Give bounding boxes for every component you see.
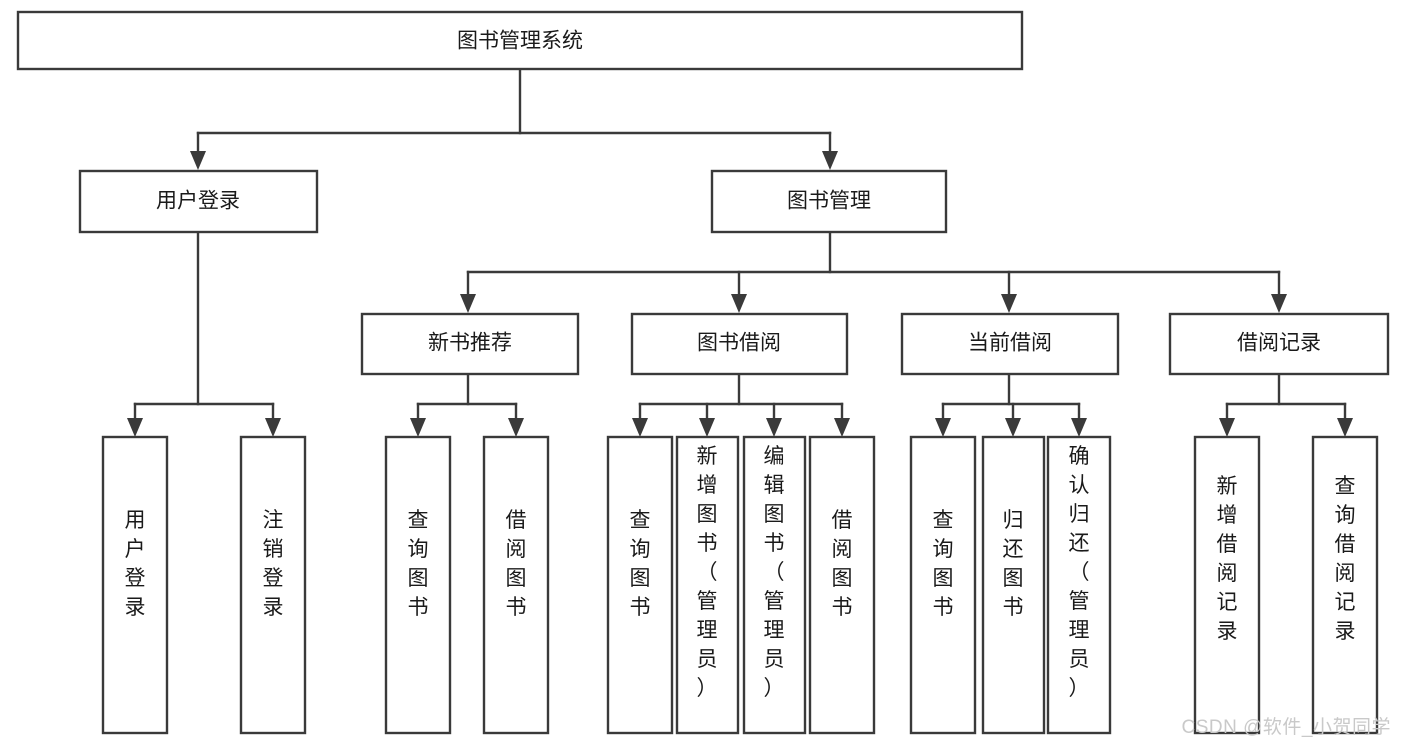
node-leaf-borrow-book-2-box[interactable] xyxy=(808,435,876,735)
node-book-manage-label: 图书管理 xyxy=(787,190,871,213)
node-leaf-borrow-book-1[interactable]: 借阅图书 xyxy=(482,435,550,735)
node-new-book-rec-label: 新书推荐 xyxy=(428,332,512,355)
node-leaf-query-book-1-label: 查询图书 xyxy=(408,509,429,619)
csdn-watermark: CSDN @软件_小贺同学 xyxy=(1181,717,1391,738)
arrow-head-book-borrow xyxy=(731,294,747,313)
node-leaf-query-record[interactable]: 查询借阅记录 xyxy=(1311,435,1379,735)
node-leaf-query-book-1-box[interactable] xyxy=(384,435,452,735)
connector-group-root xyxy=(190,67,838,170)
node-user-login[interactable]: 用户登录 xyxy=(78,169,319,234)
node-leaf-borrow-book-1-label: 借阅图书 xyxy=(506,509,527,619)
node-leaf-logout[interactable]: 注销登录 xyxy=(239,435,307,735)
node-leaf-borrow-book-2-label: 借阅图书 xyxy=(832,509,853,619)
node-leaf-edit-book[interactable]: 编辑图书（管理员） xyxy=(742,435,807,735)
arrow-head-borrow-record xyxy=(1271,294,1287,313)
arrow-head-leaf-query-record xyxy=(1337,418,1353,437)
node-leaf-add-record-label: 新增借阅记录 xyxy=(1217,475,1238,643)
node-leaf-return-book-box[interactable] xyxy=(981,435,1046,735)
node-leaf-confirm-return-box[interactable] xyxy=(1046,435,1112,735)
node-leaf-logout-label: 注销登录 xyxy=(263,509,284,619)
arrow-head-user-login xyxy=(190,151,206,170)
node-leaf-user-login-box[interactable] xyxy=(101,435,169,735)
node-leaf-edit-book-box[interactable] xyxy=(742,435,807,735)
node-leaf-user-login-label: 用户登录 xyxy=(125,509,146,619)
node-leaf-borrow-book-2[interactable]: 借阅图书 xyxy=(808,435,876,735)
node-borrow-record-box[interactable] xyxy=(1168,312,1390,376)
node-leaf-query-book-1[interactable]: 查询图书 xyxy=(384,435,452,735)
arrow-head-leaf-query-book-2 xyxy=(632,418,648,437)
arrow-head-leaf-logout xyxy=(265,418,281,437)
node-root[interactable]: 图书管理系统 xyxy=(16,10,1024,71)
node-current-borrow[interactable]: 当前借阅 xyxy=(900,312,1120,376)
node-new-book-rec[interactable]: 新书推荐 xyxy=(360,312,580,376)
node-book-borrow-box[interactable] xyxy=(630,312,849,376)
arrow-head-leaf-user-login xyxy=(127,418,143,437)
node-leaf-confirm-return-label: 确认归还（管理员） xyxy=(1069,445,1090,700)
node-leaf-query-book-2-box[interactable] xyxy=(606,435,674,735)
arrow-head-book-manage xyxy=(822,151,838,170)
connector-group-current-borrow xyxy=(935,373,1087,437)
node-leaf-return-book[interactable]: 归还图书 xyxy=(981,435,1046,735)
node-leaf-confirm-return[interactable]: 确认归还（管理员） xyxy=(1046,435,1112,735)
arrow-head-leaf-edit-book xyxy=(766,418,782,437)
arrow-head-leaf-confirm-return xyxy=(1071,418,1087,437)
node-user-login-box[interactable] xyxy=(78,169,319,234)
node-leaf-query-book-3-box[interactable] xyxy=(909,435,977,735)
arrow-head-leaf-borrow-book-2 xyxy=(834,418,850,437)
node-leaf-add-book-label: 新增图书（管理员） xyxy=(697,445,718,700)
node-leaf-query-book-2[interactable]: 查询图书 xyxy=(606,435,674,735)
node-leaf-add-book-box[interactable] xyxy=(675,435,740,735)
connector-group-book-manage xyxy=(460,231,1287,313)
arrow-head-leaf-add-record xyxy=(1219,418,1235,437)
node-borrow-record[interactable]: 借阅记录 xyxy=(1168,312,1390,376)
node-book-manage[interactable]: 图书管理 xyxy=(710,169,948,234)
node-book-borrow-label: 图书借阅 xyxy=(697,332,781,355)
node-book-borrow[interactable]: 图书借阅 xyxy=(630,312,849,376)
node-root-label: 图书管理系统 xyxy=(457,30,583,53)
connector-group-book-borrow xyxy=(632,373,850,437)
node-leaf-borrow-book-1-box[interactable] xyxy=(482,435,550,735)
node-book-manage-box[interactable] xyxy=(710,169,948,234)
node-leaf-query-book-3[interactable]: 查询图书 xyxy=(909,435,977,735)
node-leaf-query-book-2-label: 查询图书 xyxy=(630,509,651,619)
node-root-box[interactable] xyxy=(16,10,1024,71)
connector-group-user-login xyxy=(127,231,281,437)
arrow-head-leaf-borrow-book-1 xyxy=(508,418,524,437)
node-leaf-add-record-box[interactable] xyxy=(1193,435,1261,735)
node-borrow-record-label: 借阅记录 xyxy=(1237,332,1321,355)
arrow-head-leaf-add-book xyxy=(699,418,715,437)
node-leaf-add-record[interactable]: 新增借阅记录 xyxy=(1193,435,1261,735)
node-leaf-return-book-label: 归还图书 xyxy=(1003,509,1024,619)
arrow-head-new-book-rec xyxy=(460,294,476,313)
arrow-head-leaf-query-book-3 xyxy=(935,418,951,437)
node-leaf-logout-box[interactable] xyxy=(239,435,307,735)
node-leaf-query-record-label: 查询借阅记录 xyxy=(1335,475,1356,643)
connector-group-borrow-record xyxy=(1219,373,1353,437)
node-new-book-rec-box[interactable] xyxy=(360,312,580,376)
node-leaf-query-record-box[interactable] xyxy=(1311,435,1379,735)
node-leaf-edit-book-label: 编辑图书（管理员） xyxy=(764,445,785,700)
arrow-head-current-borrow xyxy=(1001,294,1017,313)
connector-group-new-book-rec xyxy=(410,373,524,437)
node-current-borrow-label: 当前借阅 xyxy=(968,332,1052,355)
arrow-head-leaf-return-book xyxy=(1005,418,1021,437)
arrow-head-leaf-query-book-1 xyxy=(410,418,426,437)
node-leaf-add-book[interactable]: 新增图书（管理员） xyxy=(675,435,740,735)
node-leaf-query-book-3-label: 查询图书 xyxy=(933,509,954,619)
node-leaf-user-login[interactable]: 用户登录 xyxy=(101,435,169,735)
node-current-borrow-box[interactable] xyxy=(900,312,1120,376)
node-user-login-label: 用户登录 xyxy=(156,190,240,213)
